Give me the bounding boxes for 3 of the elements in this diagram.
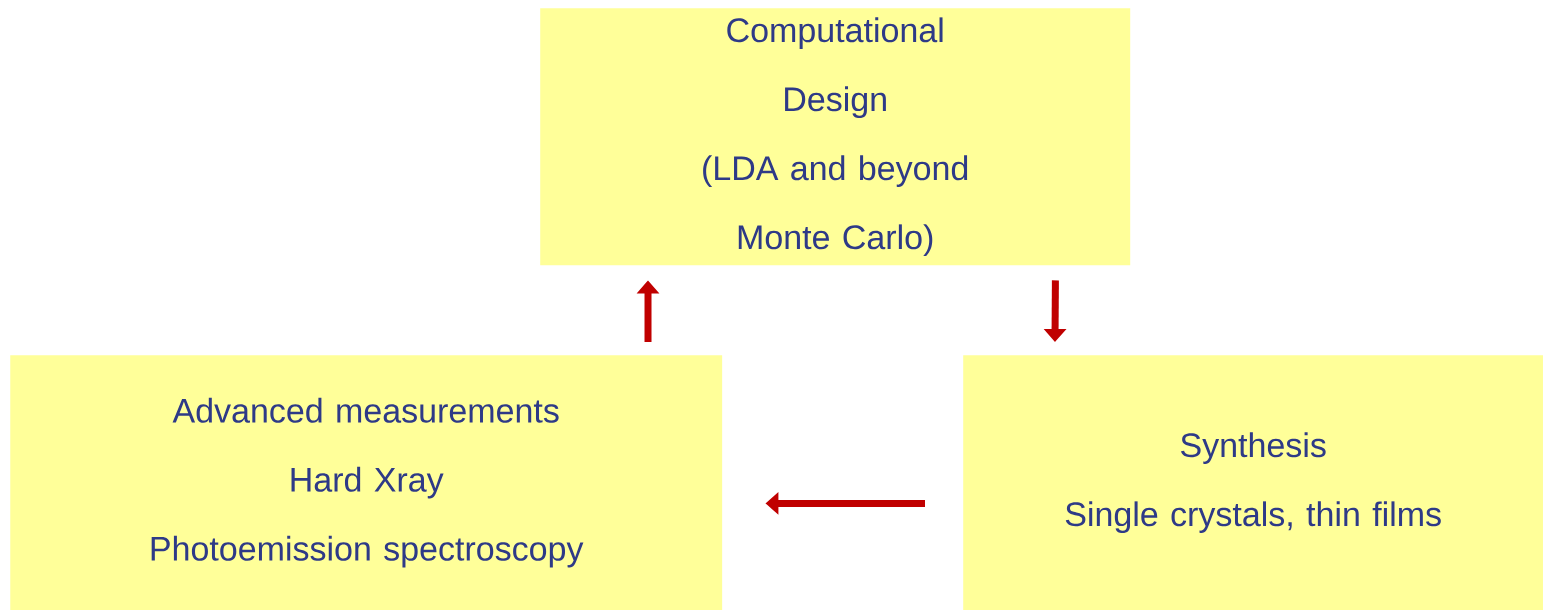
process-box: Computational Design (LDA and beyond Monte Carlo) [540,8,1131,266]
process-box: Synthesis Single crystals, thin films [963,355,1543,610]
process-box: Advanced measurements Hard Xray Photoemission spectroscopy [10,355,723,610]
